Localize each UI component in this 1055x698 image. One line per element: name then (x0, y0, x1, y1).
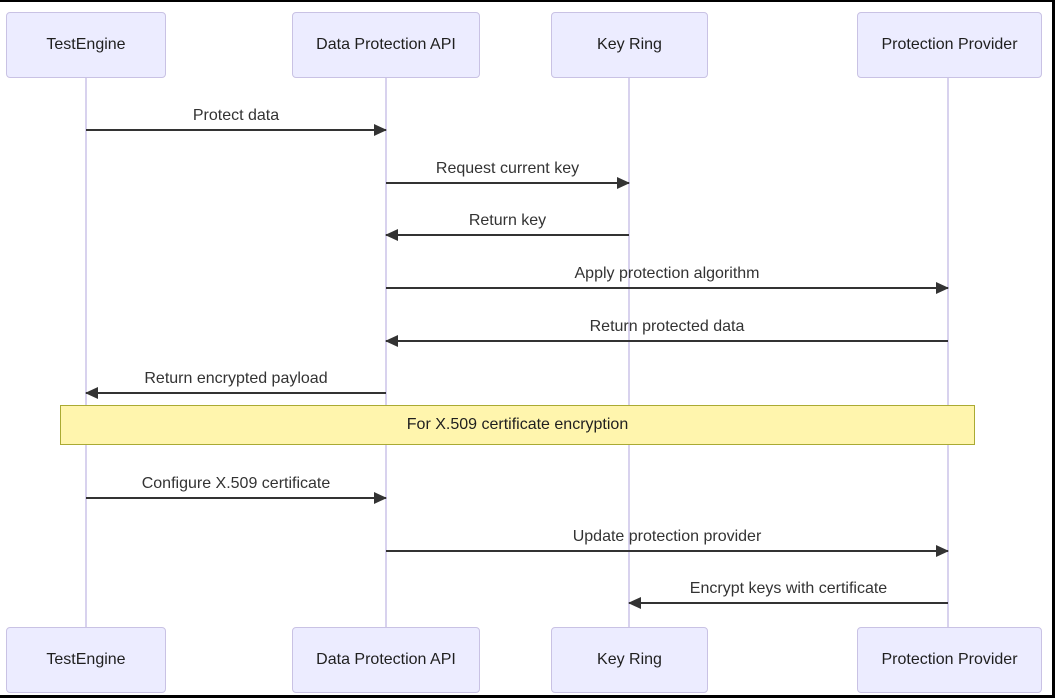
actor-label: Protection Provider (881, 651, 1018, 668)
actor-testengine-top: TestEngine (6, 12, 166, 78)
message-return-encrypted-payload: Return encrypted payload (85, 369, 386, 399)
note-x509-certificate-encryption: For X.509 certificate encryption (60, 405, 975, 445)
actor-data-protection-api-bottom: Data Protection API (292, 627, 480, 693)
actor-protection-provider-top: Protection Provider (857, 12, 1042, 78)
message-label: Encrypt keys with certificate (689, 580, 888, 597)
actor-key-ring-bottom: Key Ring (551, 627, 708, 693)
message-label: Apply protection algorithm (574, 265, 760, 282)
arrowhead-right-icon (386, 545, 949, 557)
arrowhead-left-icon (85, 387, 386, 399)
message-return-protected-data: Return protected data (385, 317, 948, 347)
actor-label: Data Protection API (316, 36, 456, 53)
message-label: Return key (468, 212, 547, 229)
note-label: For X.509 certificate encryption (406, 416, 629, 433)
arrowhead-right-icon (86, 124, 387, 136)
message-label: Update protection provider (572, 528, 762, 545)
lifeline-data-protection-api (385, 78, 387, 627)
lifeline-testengine (85, 78, 87, 627)
message-update-protection-provider: Update protection provider (386, 527, 949, 557)
message-configure-x509-certificate: Configure X.509 certificate (86, 474, 387, 504)
actor-label: Protection Provider (881, 36, 1018, 53)
actor-label: TestEngine (46, 651, 126, 668)
message-label: Configure X.509 certificate (141, 475, 331, 492)
actor-key-ring-top: Key Ring (551, 12, 708, 78)
message-encrypt-keys-with-certificate: Encrypt keys with certificate (628, 579, 948, 609)
message-apply-protection-algorithm: Apply protection algorithm (386, 264, 949, 294)
message-request-current-key: Request current key (386, 159, 630, 189)
lifeline-protection-provider (947, 78, 949, 627)
actor-testengine-bottom: TestEngine (6, 627, 166, 693)
actor-label: Key Ring (597, 651, 662, 668)
lifeline-key-ring (628, 78, 630, 627)
arrowhead-right-icon (86, 492, 387, 504)
message-label: Request current key (435, 160, 580, 177)
arrowhead-right-icon (386, 177, 630, 189)
arrowhead-left-icon (385, 229, 629, 241)
message-label: Return encrypted payload (144, 370, 328, 387)
arrowhead-right-icon (386, 282, 949, 294)
actor-label: Data Protection API (316, 651, 456, 668)
message-label: Return protected data (589, 318, 745, 335)
actor-label: TestEngine (46, 36, 126, 53)
message-return-key: Return key (385, 211, 629, 241)
actor-protection-provider-bottom: Protection Provider (857, 627, 1042, 693)
actor-data-protection-api-top: Data Protection API (292, 12, 480, 78)
arrowhead-left-icon (385, 335, 948, 347)
actor-label: Key Ring (597, 36, 662, 53)
message-label: Protect data (192, 107, 280, 124)
message-protect-data: Protect data (86, 106, 387, 136)
arrowhead-left-icon (628, 597, 948, 609)
